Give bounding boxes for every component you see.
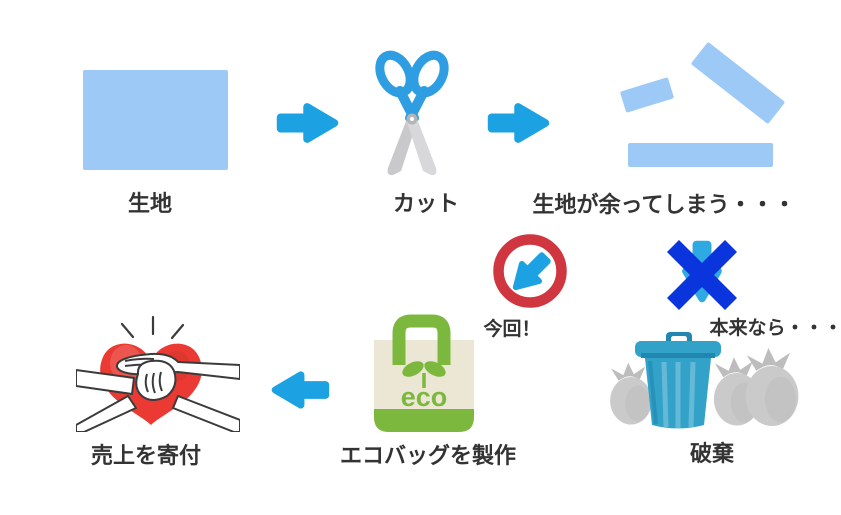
right-arrow-icon: [484, 98, 554, 148]
eco-bag-icon: eco: [374, 314, 474, 432]
fabric-scrap-bar: [628, 143, 773, 167]
cross-icon: [666, 239, 738, 311]
fabric-scrap-small: [619, 77, 675, 113]
step-label-this-time: 今回！: [483, 319, 541, 340]
trash-can-icon: [610, 332, 799, 429]
fabric-swatch: [83, 70, 228, 170]
step-label-make-ecobag: エコバッグを製作: [339, 443, 517, 468]
heart-hands-icon: [76, 315, 240, 432]
sprout-icon: [402, 361, 446, 388]
step-label-normally: 本来なら・・・: [709, 318, 841, 339]
right-arrow-icon: [273, 98, 343, 148]
step-label-donate: 売上を寄付: [90, 443, 202, 468]
step-label-leftover: 生地が余ってしまう・・・: [532, 192, 796, 217]
trash-can-body: [635, 332, 721, 429]
stacked-hands: [76, 352, 240, 432]
eco-print-text: eco: [401, 382, 448, 412]
step-label-cut: カット: [392, 191, 460, 216]
sparkle-rays: [120, 315, 185, 340]
scissors-icon: [375, 50, 449, 176]
circled-down-left-arrow-icon: [493, 234, 567, 308]
step-label-dispose: 破棄: [689, 441, 735, 466]
left-arrow-icon: [267, 367, 333, 413]
step-label-fabric: 生地: [127, 191, 173, 216]
fabric-scrap-long: [690, 41, 786, 125]
